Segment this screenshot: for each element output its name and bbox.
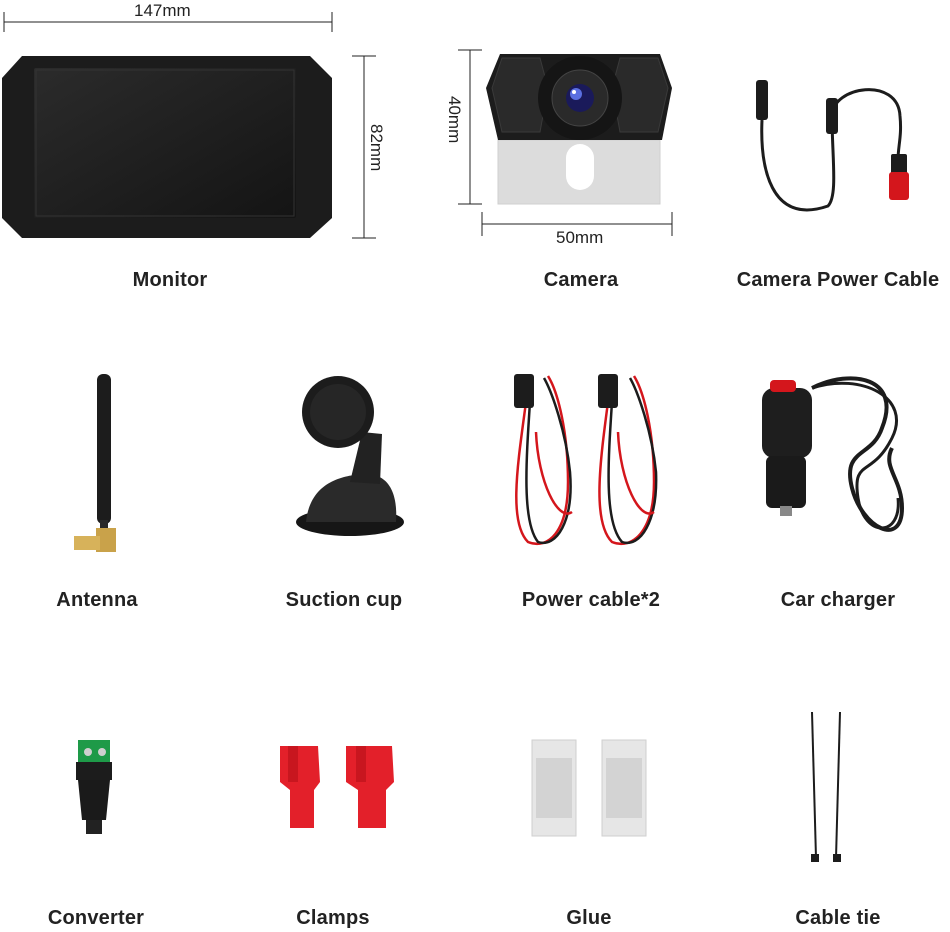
item-label-converter: Converter bbox=[47, 907, 145, 929]
camera-height-text: 40mm bbox=[445, 96, 464, 144]
item-label-camera-power-cable: Camera Power Cable bbox=[736, 269, 940, 291]
item-label-car-charger: Car charger bbox=[780, 589, 896, 611]
item-label-antenna: Antenna bbox=[56, 589, 138, 611]
clamp-icon bbox=[280, 746, 394, 828]
camera-width-text: 50mm bbox=[556, 228, 604, 247]
item-label-power-cable: Power cable*2 bbox=[521, 589, 661, 611]
cable-tie-icon bbox=[811, 711, 841, 862]
item-label-glue: Glue bbox=[566, 907, 612, 929]
suction-cup-icon bbox=[296, 376, 404, 536]
item-label-cable-tie: Cable tie bbox=[795, 907, 881, 929]
item-label-monitor: Monitor bbox=[132, 269, 208, 291]
item-label-clamps: Clamps bbox=[296, 907, 370, 929]
power-cable-icon bbox=[756, 80, 909, 212]
converter-icon bbox=[76, 740, 112, 834]
item-label-suction-cup: Suction cup bbox=[285, 589, 403, 611]
monitor-height-text: 82mm bbox=[367, 124, 386, 172]
red-black-cable-icon bbox=[514, 374, 658, 545]
car-charger-icon bbox=[762, 376, 905, 532]
antenna-icon bbox=[74, 374, 116, 552]
monitor-icon bbox=[2, 56, 332, 238]
item-label-camera: Camera bbox=[543, 269, 619, 291]
camera-icon bbox=[486, 54, 672, 205]
monitor-width-text: 147mm bbox=[134, 1, 191, 20]
glue-pad-icon bbox=[531, 739, 647, 837]
